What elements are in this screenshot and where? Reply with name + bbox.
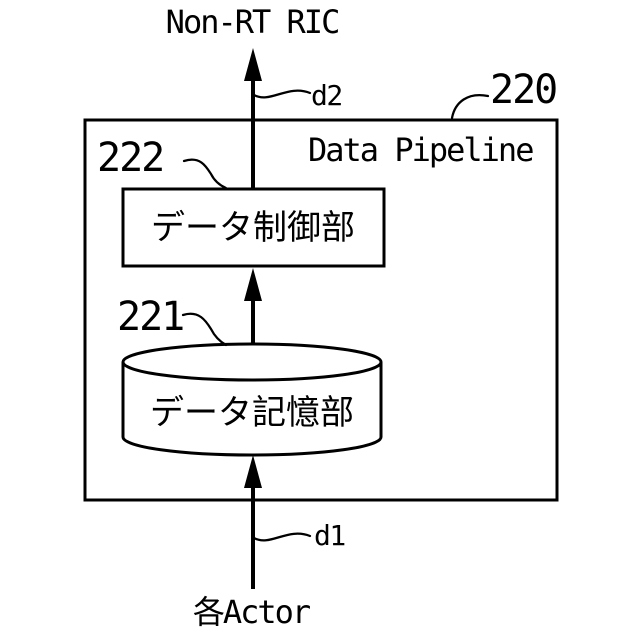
storage-label: データ記憶部: [150, 393, 354, 433]
arrow-d2-head-icon: [244, 48, 262, 81]
storage-ref-label: 221: [117, 294, 185, 340]
control-box: [121, 187, 386, 268]
lead-line-220: [450, 94, 490, 120]
top-node-label: Non-RT RIC: [165, 3, 341, 41]
bottom-node-label: 各Actor: [192, 593, 311, 631]
control-ref-label: 222: [97, 135, 165, 181]
storage-cylinder-body: [121, 362, 383, 457]
flow-d1-label: d1: [314, 519, 346, 552]
pipeline-box: [83, 118, 559, 502]
storage-cylinder-top: [121, 342, 383, 382]
pipeline-ref-label: 220: [490, 67, 558, 113]
arrow-internal-head-icon: [244, 268, 262, 301]
pipeline-title: Data Pipeline: [308, 131, 534, 169]
lead-line-222: [182, 158, 228, 190]
lead-line-221: [181, 312, 228, 347]
flow-d2-label: d2: [311, 79, 343, 112]
lead-line-d1: [252, 532, 312, 542]
arrow-d1-head-icon: [244, 455, 262, 488]
lead-line-d2: [252, 89, 312, 99]
control-label: データ制御部: [151, 208, 355, 248]
